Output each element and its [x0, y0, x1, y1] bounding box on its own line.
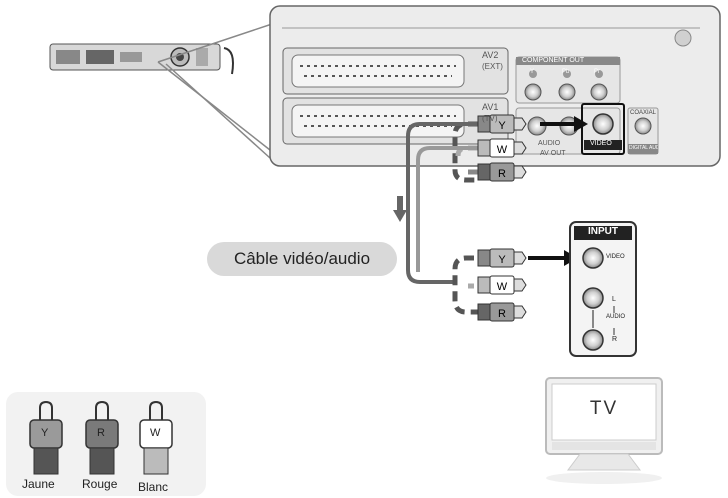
label-tv-audio: AUDIO	[606, 314, 626, 320]
zoom-lines	[157, 23, 273, 159]
label-comp-y: Y	[530, 69, 535, 75]
tv-set	[545, 377, 663, 484]
label-av2: AV2	[482, 50, 499, 60]
label-comp-pr: Pr	[594, 69, 600, 75]
legend-letter-yellow: Y	[41, 427, 49, 439]
lower-plug-w	[477, 275, 527, 295]
tv-label: TV	[589, 398, 619, 419]
tv-input-panel	[569, 221, 637, 357]
cable-title: Câble vidéo/audio	[207, 242, 397, 276]
label-av2-sub: (EXT)	[482, 62, 503, 71]
lower-plug-w-label: W	[497, 281, 508, 293]
upper-plug-r	[477, 162, 527, 182]
dvd-recorder-thumbnail	[49, 43, 234, 75]
legend-plug-yellow	[29, 400, 63, 475]
upper-plug-w-label: W	[497, 144, 508, 156]
legend-plug-white	[139, 400, 173, 475]
legend-letter-red: R	[97, 427, 105, 439]
legend-name-red: Rouge	[82, 477, 118, 491]
video-arrow-backpanel	[540, 116, 588, 132]
legend-name-white: Blanc	[138, 480, 169, 494]
label-digital-out: DIGITAL AUDIO OUT	[629, 145, 658, 151]
legend-plug-red	[85, 400, 119, 475]
label-audio-out: AUDIO	[538, 140, 561, 147]
label-audio-r: R	[612, 336, 618, 343]
lower-plug-r	[477, 302, 527, 322]
upper-plug-y	[477, 114, 527, 134]
legend-name-yellow: Jaune	[22, 477, 55, 491]
label-component-out: COMPONENT OUT	[522, 57, 585, 64]
upper-plug-w	[477, 138, 527, 158]
label-tv-video: VIDEO	[606, 254, 625, 260]
back-panel	[269, 5, 721, 167]
label-av1: AV1	[482, 102, 499, 112]
legend-letter-white: W	[150, 427, 161, 439]
cable-wires	[406, 121, 490, 315]
label-input: INPUT	[588, 226, 618, 237]
label-av-out: AV OUT	[540, 150, 566, 157]
label-comp-pb: Pb	[562, 69, 570, 75]
label-video: VIDEO	[590, 140, 612, 147]
label-audio-l: L	[612, 296, 616, 303]
label-coaxial: COAXIAL	[630, 110, 657, 116]
lower-plug-y-label: Y	[498, 254, 506, 266]
label-av1-sub: (TV)	[482, 114, 498, 123]
lower-plug-y	[477, 248, 527, 268]
lower-plug-r-label: R	[498, 308, 506, 320]
upper-plug-r-label: R	[498, 168, 506, 180]
upper-plug-y-label: Y	[498, 120, 506, 132]
direction-arrow-down	[393, 196, 407, 222]
